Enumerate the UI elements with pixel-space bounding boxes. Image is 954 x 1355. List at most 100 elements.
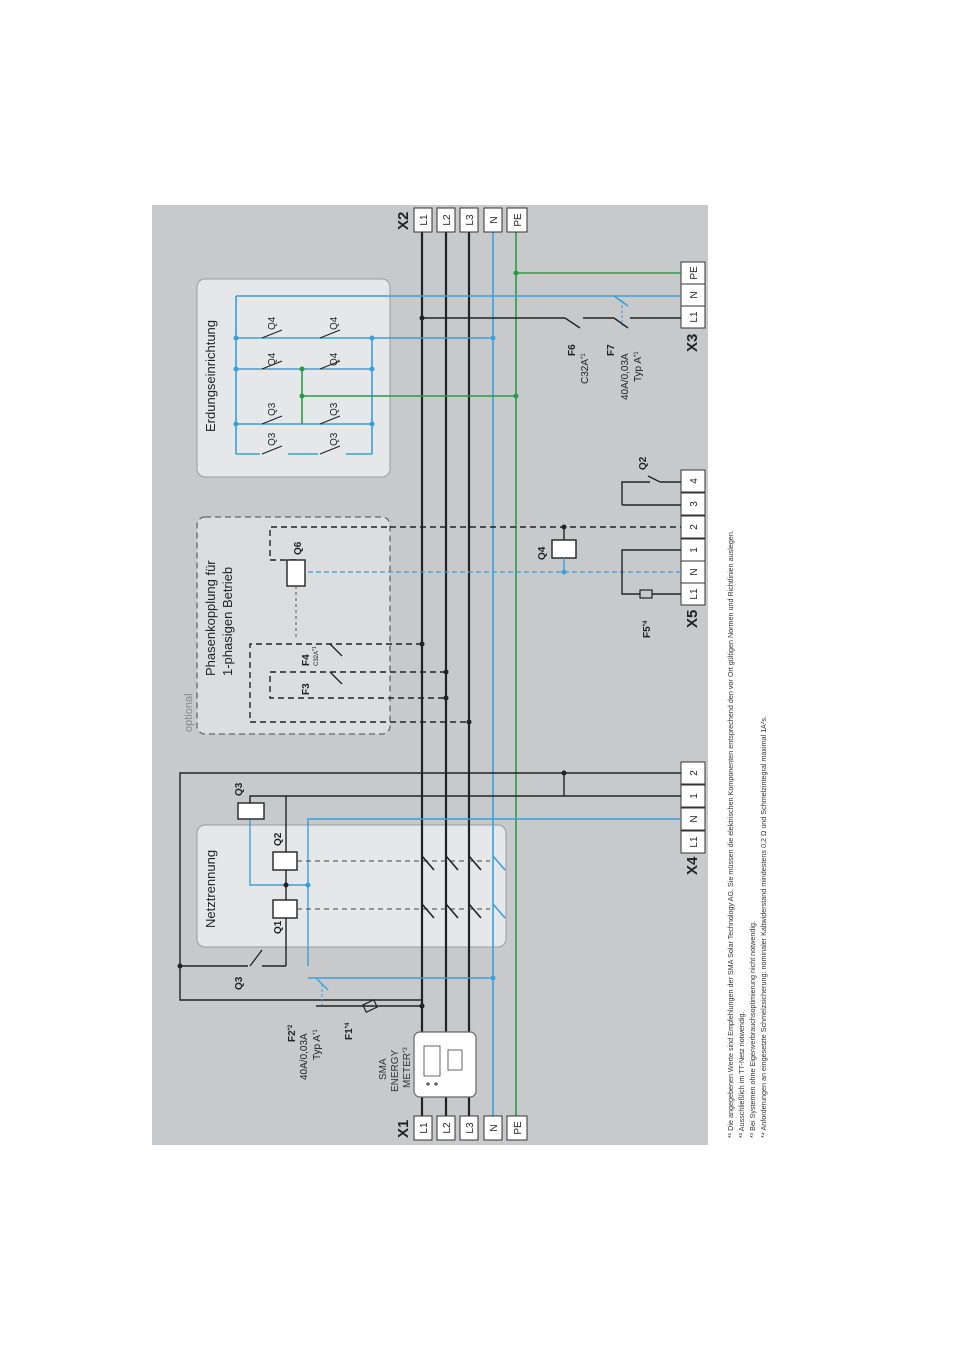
x1-terminal-l1: L1 bbox=[419, 1122, 430, 1134]
f6-rating: C32A*1 bbox=[580, 353, 591, 384]
q4-coil bbox=[551, 539, 577, 559]
q6-coil bbox=[286, 559, 306, 587]
f1-fuse bbox=[362, 999, 378, 1013]
x2-terminal-l2: L2 bbox=[442, 214, 453, 226]
x2-terminal-pe: PE bbox=[513, 213, 524, 227]
x1-label: X1 bbox=[395, 1120, 412, 1138]
energy-meter: SMA ENERGY METER*3 bbox=[378, 1031, 477, 1098]
f4-switch bbox=[329, 643, 343, 657]
q6-label: Q6 bbox=[293, 541, 304, 555]
q3-contact bbox=[249, 949, 263, 967]
f4-rating-text: C32A bbox=[314, 651, 320, 666]
f5-text: F5 bbox=[642, 626, 653, 638]
footnote-1: *¹ Die angegebenen Werte sind Empfehlung… bbox=[726, 530, 735, 1138]
x4-terminal-l1: L1 bbox=[689, 836, 700, 848]
erd-q3-c: Q3 bbox=[267, 432, 278, 446]
meter-sup: *3 bbox=[403, 1047, 409, 1053]
q2-coil-label: Q2 bbox=[273, 832, 284, 846]
junction-dots bbox=[177, 270, 567, 1009]
q2-coil bbox=[272, 851, 298, 871]
netztrennung: Netztrennung Q3 Q2 Q1 Q3 bbox=[179, 772, 681, 1001]
x2-terminal-l1: L1 bbox=[419, 214, 430, 226]
f7-rating: 40A/0,03A bbox=[620, 353, 631, 400]
f1-text: F1 bbox=[344, 1028, 355, 1040]
f2-rating: 40A/0,03A bbox=[299, 1033, 310, 1080]
x5-terminal-4: 4 bbox=[689, 478, 700, 484]
footnote-3: *³ Bei Systemen ohne Eigenverbrauchsopti… bbox=[748, 921, 757, 1138]
x5-terminal-2: 2 bbox=[689, 524, 700, 530]
x2-label: X2 bbox=[395, 212, 412, 230]
x5-terminal-3: 3 bbox=[689, 501, 700, 507]
f6-rating-sup: *1 bbox=[581, 353, 587, 359]
optional-label: optional bbox=[183, 693, 195, 732]
x5-terminal-1: 1 bbox=[689, 547, 700, 553]
phasen-title-1: Phasenkopplung für bbox=[203, 560, 218, 676]
x3-label: X3 bbox=[684, 334, 701, 352]
x4-label: X4 bbox=[684, 856, 701, 875]
q2-contact bbox=[647, 475, 661, 483]
x3-terminal-pe: PE bbox=[689, 266, 700, 280]
footnotes: *¹ Die angegebenen Werte sind Empfehlung… bbox=[726, 530, 768, 1138]
x5-label: X5 bbox=[684, 610, 701, 628]
energy-meter-body bbox=[413, 1031, 477, 1098]
q3-contact-label: Q3 bbox=[234, 976, 245, 990]
x5-terminal-n: N bbox=[689, 568, 700, 575]
erd-q4-c: Q4 bbox=[267, 352, 278, 366]
connector-x2: L1 L2 L3 N PE X2 bbox=[395, 207, 528, 233]
q3-coil-label: Q3 bbox=[234, 782, 245, 796]
phasenkopplung-box bbox=[196, 516, 391, 735]
erd-q4-b: Q4 bbox=[329, 316, 340, 330]
x3-terminal-n: N bbox=[689, 291, 700, 298]
f6-switch bbox=[564, 317, 581, 329]
x1-terminal-pe: PE bbox=[513, 1121, 524, 1135]
erd-q3-b: Q3 bbox=[329, 402, 340, 416]
f4-label: F4 bbox=[301, 654, 312, 666]
x5-control: Q2 Q4 F5*4 bbox=[308, 456, 681, 638]
q4-coil-label: Q4 bbox=[537, 546, 548, 560]
f5-label: F5*4 bbox=[642, 620, 653, 638]
erd-q4-d: Q4 bbox=[329, 352, 340, 366]
phasen-title-2: 1-phasigen Betrieb bbox=[220, 567, 235, 676]
f4-rating-sup: *1 bbox=[312, 646, 318, 651]
connector-x1: L1 L2 L3 N PE X1 bbox=[395, 1115, 528, 1141]
bus-lines bbox=[420, 232, 517, 1118]
x3-terminal-l1: L1 bbox=[689, 311, 700, 323]
f2-type: Typ A*1 bbox=[312, 1029, 323, 1060]
x4-terminal-1: 1 bbox=[689, 793, 700, 799]
x2-terminal-l3: L3 bbox=[465, 214, 476, 226]
x1-terminal-l2: L2 bbox=[442, 1122, 453, 1134]
x3-feed: F6 C32A*1 F7 40A/0,03A Typ A*1 bbox=[422, 272, 681, 400]
f7-label: F7 bbox=[606, 344, 617, 356]
f2-sup: *2 bbox=[288, 1024, 294, 1030]
x1-terminal-n: N bbox=[489, 1124, 500, 1131]
f7-type-text: Typ A bbox=[633, 357, 644, 382]
erd-q4-a: Q4 bbox=[267, 316, 278, 330]
netztrennung-box bbox=[196, 824, 507, 948]
f7-switch bbox=[613, 317, 629, 329]
x1-terminal-l3: L3 bbox=[465, 1122, 476, 1134]
x4-terminal-2: 2 bbox=[689, 770, 700, 776]
connector-x5: L1 N 1 2 3 4 X5 bbox=[680, 469, 706, 628]
f2-text: F2 bbox=[287, 1030, 298, 1042]
meter-label-1: SMA bbox=[378, 1058, 389, 1080]
f7-type-sup: *1 bbox=[634, 351, 640, 357]
x5-terminal-l1: L1 bbox=[689, 588, 700, 600]
meter-label-3: METER*3 bbox=[402, 1047, 413, 1088]
f5-sup: *4 bbox=[643, 620, 649, 626]
f2-type-text: Typ A bbox=[312, 1035, 323, 1060]
x4-terminal-n: N bbox=[689, 815, 700, 822]
f2-type-sup: *1 bbox=[313, 1029, 319, 1035]
f5-fuse bbox=[639, 589, 653, 599]
q1-coil-label: Q1 bbox=[273, 920, 284, 934]
f3-label: F3 bbox=[301, 683, 312, 695]
f6-rating-text: C32A bbox=[580, 359, 591, 384]
erdungseinrichtung: Erdungseinrichtung Q4 bbox=[203, 295, 680, 455]
f2-label: F2*2 bbox=[287, 1024, 298, 1042]
q3-coil bbox=[237, 802, 265, 820]
erdungseinrichtung-title: Erdungseinrichtung bbox=[203, 320, 218, 432]
f1-label: F1*4 bbox=[344, 1022, 355, 1040]
footnote-4: *⁴ Anforderungen an eingesetzte Schmelzs… bbox=[759, 716, 768, 1138]
q1-coil bbox=[272, 899, 298, 919]
netztrennung-title: Netztrennung bbox=[203, 850, 218, 928]
